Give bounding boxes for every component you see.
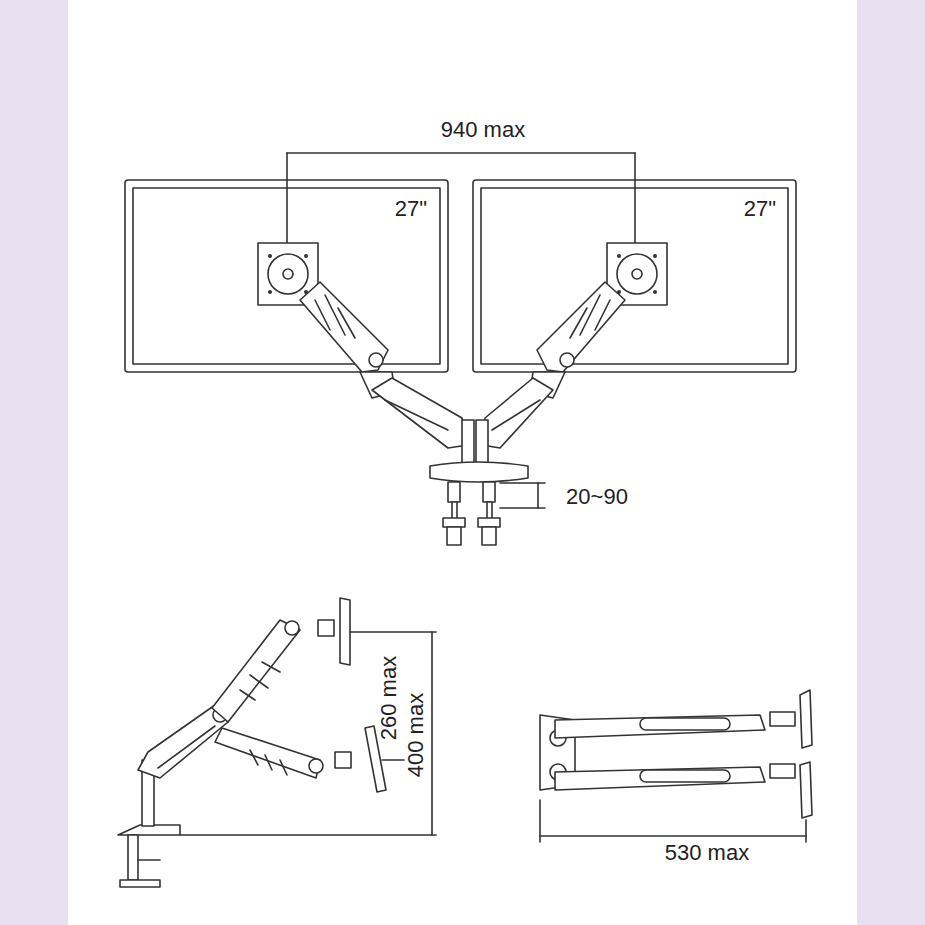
screen-size-label: 27" (742, 198, 778, 220)
dimension-label: 260 max (378, 654, 400, 742)
dimension-label: 20~90 (564, 486, 630, 508)
dimension-label: 530 max (663, 842, 751, 864)
dimension-label: 400 max (405, 691, 427, 779)
screen-size-label: 27" (393, 198, 429, 220)
dimension-label: 940 max (439, 119, 527, 141)
